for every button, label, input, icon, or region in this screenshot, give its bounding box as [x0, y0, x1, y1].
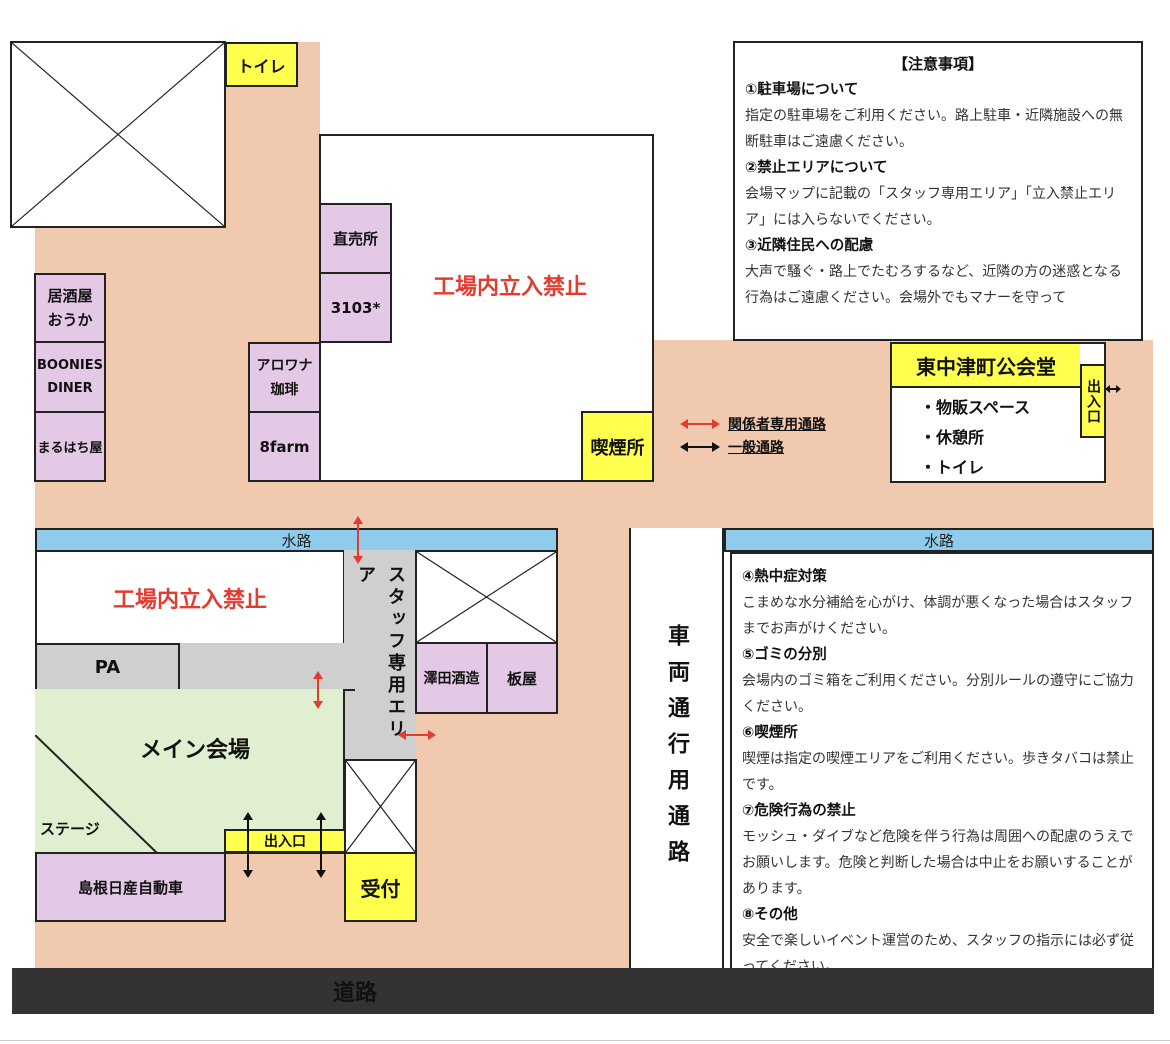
booth-itaya: 板屋: [486, 642, 558, 714]
water-channel-left: 水路: [35, 528, 558, 552]
hall-item-merch: ・物販スペース: [920, 398, 1031, 417]
notice-heading-neighbors: ③近隣住民への配慮: [745, 238, 874, 254]
pa-booth: PA: [35, 643, 180, 691]
smoking-area: 喫煙所: [581, 411, 654, 482]
hall-entrance: 出入口: [1080, 364, 1106, 438]
staff-route-arrow-water: [353, 516, 363, 564]
vehicle-road-label: 車両通行用通路: [664, 624, 689, 876]
staff-route-arrow-legend: [680, 419, 720, 429]
booth-izakaya-ouka: 居酒屋 おうか: [34, 273, 106, 343]
booth-direct-sale: 直売所: [319, 203, 392, 274]
vehicle-road: [629, 528, 724, 970]
crossed-out-building-top-left: [10, 41, 226, 228]
notice-body-garbage: 会場内のゴミ箱をご利用ください。分別ルールの遵守にご協力ください。: [742, 673, 1134, 715]
notice-heading-restricted: ②禁止エリアについて: [745, 160, 888, 176]
toilet-label: トイレ: [225, 42, 298, 87]
booth-sawada-brewery: 澤田酒造: [415, 642, 488, 714]
legend-staff-route: 関係者専用通路: [728, 417, 826, 433]
booth-boonies-diner: BOONIES DINER: [34, 341, 106, 413]
community-hall-title: 東中津町公会堂: [890, 342, 1080, 388]
main-entrance: 出入口: [224, 829, 346, 853]
main-road: [12, 968, 1154, 1014]
notice-body-neighbors: 大声で騒ぐ・路上でたむろするなど、近隣の方の迷惑となる行為はご遠慮ください。会場…: [745, 264, 1122, 306]
crossed-out-building-middle: [415, 550, 558, 644]
notice-panel-top: 【注意事項】 ①駐車場について 指定の駐車場をご利用ください。路上駐車・近隣施設…: [733, 41, 1143, 341]
notice-body-heatstroke: こまめな水分補給を心がけ、体調が悪くなった場合はスタッフまでお声がけください。: [742, 595, 1134, 637]
staff-route-arrow-side: [398, 730, 436, 740]
booth-shimane-nissan: 島根日産自動車: [35, 852, 226, 922]
bottom-divider: [0, 1040, 1170, 1041]
hall-entrance-arrow: [1105, 385, 1121, 393]
notice-panel-bottom: ④熱中症対策 こまめな水分補給を心がけ、体調が悪くなった場合はスタッフまでお声が…: [730, 552, 1154, 1002]
hall-item-rest: ・休憩所: [920, 428, 985, 447]
booth-3103: 3103*: [319, 272, 392, 343]
notice-heading-smoking: ⑥喫煙所: [742, 725, 798, 741]
notice-body-smoking: 喫煙は指定の喫煙エリアをご利用ください。歩きタバコは禁止です。: [742, 751, 1134, 793]
crossed-out-building-reception: [344, 759, 417, 854]
booth-8farm: 8farm: [248, 411, 321, 482]
main-hall-label: メイン会場: [139, 738, 250, 763]
staff-area-text: スタッフ専用エリア: [355, 565, 406, 741]
factory-no-entry-top: 工場内立入禁止: [432, 275, 587, 300]
notice-heading-danger: ⑦危険行為の禁止: [742, 803, 856, 819]
staff-route-arrow-hall: [313, 671, 323, 709]
notice-body-danger: モッシュ・ダイブなど危険を伴う行為は周囲への配慮のうえでお願いします。危険と判断…: [742, 829, 1134, 897]
notice-body-restricted: 会場マップに記載の「スタッフ専用エリア」「立入禁止エリア」には入らないでください…: [745, 186, 1116, 228]
notice-heading-parking: ①駐車場について: [745, 82, 859, 98]
staff-area-vertical: [344, 550, 416, 760]
public-route-arrow-entrance-right: [316, 812, 326, 878]
notice-title: 【注意事項】: [892, 55, 983, 73]
legend-public-route: 一般通路: [728, 440, 784, 456]
reception-booth: 受付: [344, 852, 417, 922]
booth-maruhachiya: まるはち屋: [34, 411, 106, 482]
notice-heading-heatstroke: ④熱中症対策: [742, 569, 827, 585]
hall-item-toilet: ・トイレ: [920, 458, 985, 477]
stage-label: ステージ: [40, 820, 100, 838]
main-road-label: 道路: [332, 981, 377, 1006]
public-route-arrow-entrance-left: [243, 812, 253, 878]
public-route-arrow-legend: [680, 442, 720, 452]
stage-diagonal: [35, 735, 158, 853]
factory-no-entry-bottom: 工場内立入禁止: [35, 550, 345, 645]
notice-heading-other: ⑧その他: [742, 907, 798, 923]
water-channel-right: 水路: [724, 528, 1154, 552]
staff-area-label: スタッフ専用エリア: [350, 565, 410, 745]
booth-alowana-coffee: アロワナ 珈琲: [248, 342, 321, 413]
notice-heading-garbage: ⑤ゴミの分別: [742, 647, 827, 663]
notice-body-parking: 指定の駐車場をご利用ください。路上駐車・近隣施設への無断駐車はご遠慮ください。: [745, 108, 1123, 150]
